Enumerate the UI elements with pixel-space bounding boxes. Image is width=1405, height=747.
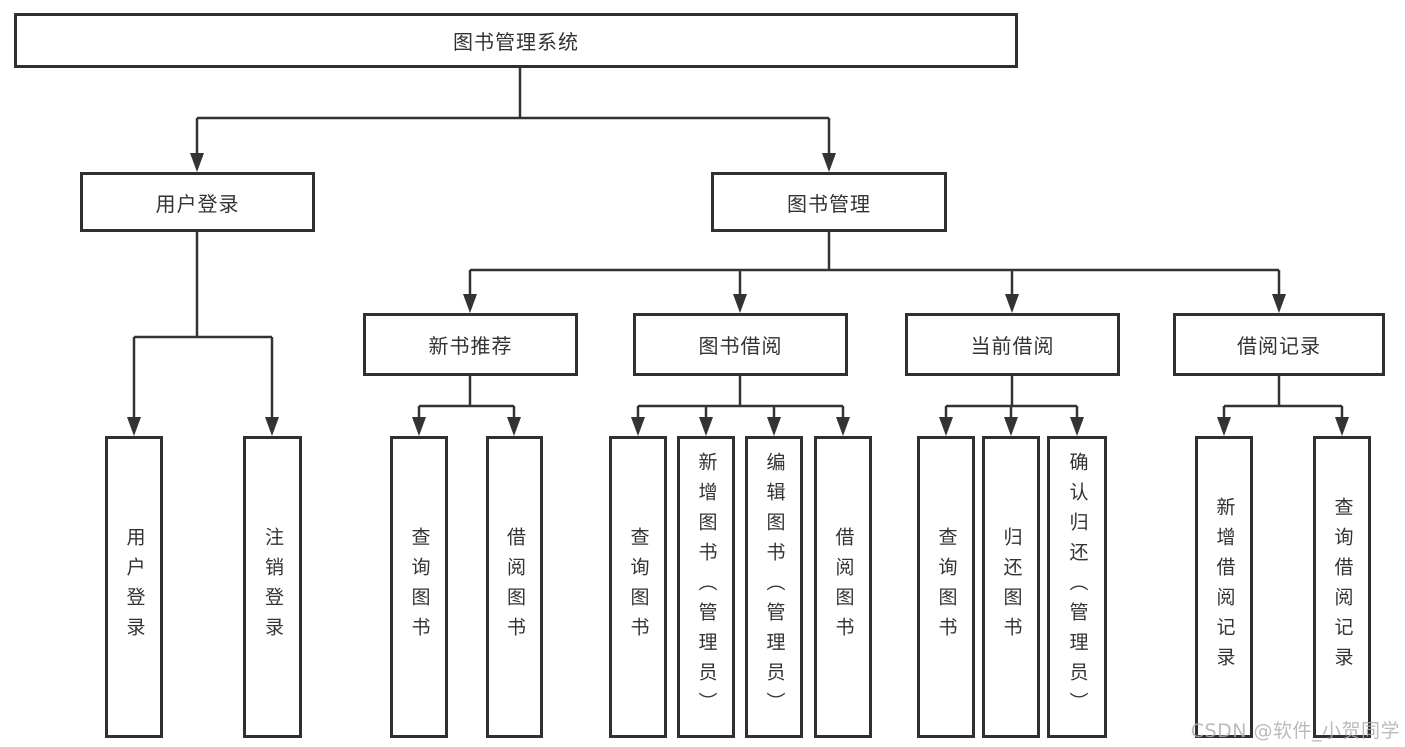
node-label: 新增图书（管理员） [695,452,718,722]
leaf-borrow-books-recommend: 借阅图书 [486,436,543,738]
node-label: 图书管理系统 [453,30,579,54]
leaf-edit-book-admin: 编辑图书（管理员） [745,436,803,738]
node-book-management: 图书管理 [711,172,947,232]
node-label: 图书管理 [787,191,871,216]
node-label: 用户登录 [123,527,146,647]
node-label: 查询图书 [408,527,431,647]
leaf-query-books-current: 查询图书 [917,436,975,738]
leaf-return-book: 归还图书 [982,436,1040,738]
leaf-logout: 注销登录 [243,436,302,738]
node-user-login: 用户登录 [80,172,315,232]
leaf-query-borrow-record: 查询借阅记录 [1313,436,1371,738]
node-label: 归还图书 [1000,527,1023,647]
node-label: 借阅图书 [832,527,855,647]
node-label: 图书借阅 [698,334,783,358]
leaf-query-books-recommend: 查询图书 [390,436,448,738]
leaf-add-book-admin: 新增图书（管理员） [677,436,735,738]
node-library-system: 图书管理系统 [14,13,1018,68]
connector-path [132,68,1344,419]
node-label: 用户登录 [155,191,240,216]
node-book-borrowing: 图书借阅 [633,313,848,376]
node-label: 注销登录 [262,527,284,647]
leaf-borrow-books: 借阅图书 [814,436,872,738]
node-current-borrowing: 当前借阅 [905,313,1120,376]
node-label: 借阅记录 [1237,334,1321,358]
node-label: 编辑图书（管理员） [763,452,786,722]
node-label: 新书推荐 [428,334,513,358]
node-label: 当前借阅 [970,334,1055,358]
leaf-confirm-return-admin: 确认归还（管理员） [1047,436,1107,738]
node-label: 查询图书 [935,527,958,647]
leaf-query-books-borrowing: 查询图书 [609,436,667,738]
csdn-watermark: CSDN @软件_小贺同学 [1190,720,1400,742]
node-label: 借阅图书 [504,527,526,647]
node-borrow-records: 借阅记录 [1173,313,1385,376]
node-label: 查询借阅记录 [1331,497,1354,677]
node-label: 新增借阅记录 [1213,497,1236,677]
leaf-user-login: 用户登录 [105,436,163,738]
node-new-book-recommend: 新书推荐 [363,313,578,376]
node-label: 确认归还（管理员） [1066,452,1089,722]
arrowhead-icons [127,153,1349,436]
node-label: 查询图书 [627,527,650,647]
leaf-add-borrow-record: 新增借阅记录 [1195,436,1253,738]
